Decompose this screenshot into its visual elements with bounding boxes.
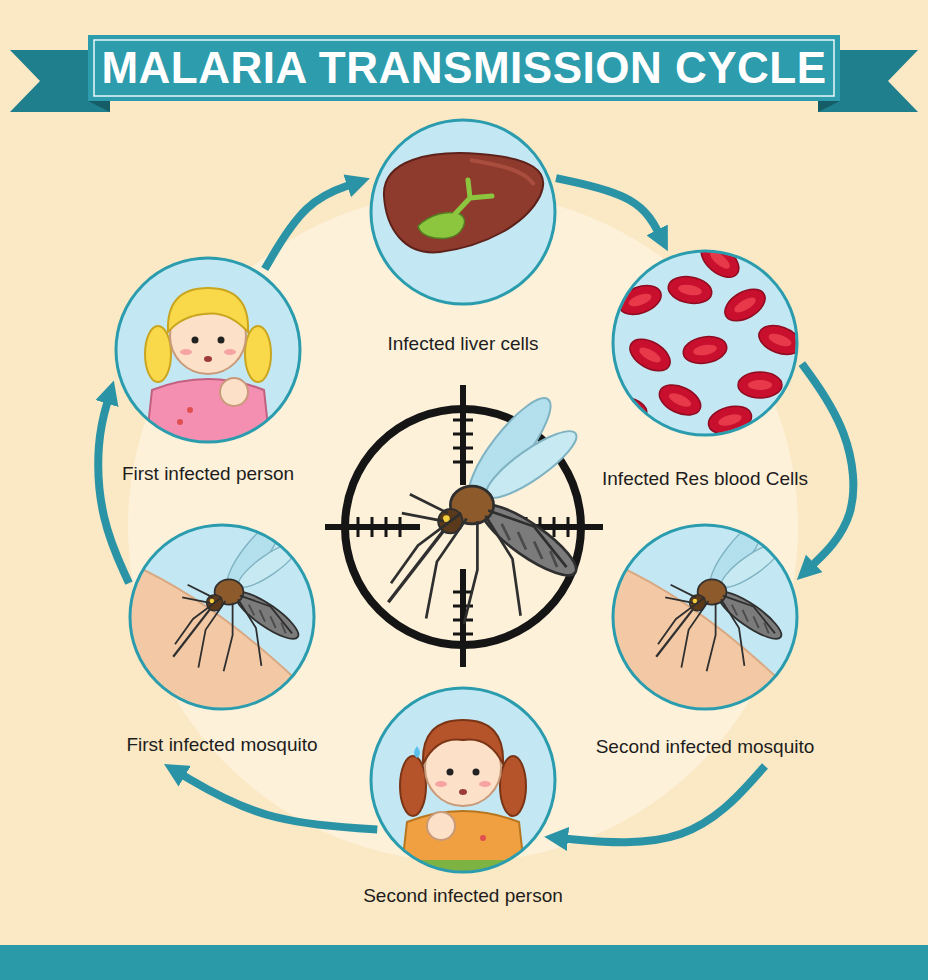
- title-banner: [10, 35, 918, 112]
- mosquito-bite-illustration: [122, 514, 317, 720]
- stage-label: Second infected mosquito: [591, 736, 820, 758]
- cycle-arrow: [802, 364, 854, 571]
- blood-cells-illustration: [601, 236, 810, 442]
- cycle-arrow: [98, 394, 129, 583]
- node-outline: [368, 685, 558, 875]
- stage-circle-node: Second infected person: [358, 685, 568, 907]
- stage-circle-node: Infected Res blood Cells: [597, 248, 813, 490]
- girl-illustration: [145, 288, 271, 445]
- stage-label: Infected liver cells: [363, 333, 563, 355]
- footer-bar: [0, 945, 928, 980]
- stage-label: Infected Res blood Cells: [597, 468, 813, 490]
- mosquito-illustration: [388, 389, 584, 624]
- cycle-arrow: [556, 178, 662, 239]
- stage-circle-node: First infected mosquito: [121, 522, 323, 756]
- node-outline: [610, 522, 800, 712]
- node-outline: [113, 255, 303, 445]
- stage-circle-node: Second infected mosquito: [591, 522, 820, 758]
- crosshair-target: [325, 385, 603, 667]
- stage-circle-node: Infected liver cells: [363, 117, 563, 355]
- girl-illustration: [400, 720, 526, 875]
- node-outline: [127, 522, 317, 712]
- node-circle: [371, 120, 555, 304]
- liver-illustration: [384, 153, 543, 252]
- node-circle: [371, 688, 555, 872]
- stage-label: Second infected person: [358, 885, 568, 907]
- cycle-arrow: [558, 766, 765, 842]
- stage-label: First infected mosquito: [121, 734, 323, 756]
- stage-label: First infected person: [108, 463, 308, 485]
- mosquito-bite-illustration: [605, 514, 800, 720]
- node-circle: [116, 258, 300, 442]
- cycle-arrow: [176, 771, 377, 829]
- title-text-box: MALARIA TRANSMISSION CYCLE: [88, 35, 840, 101]
- node-circle: [130, 525, 314, 709]
- node-outline: [368, 117, 558, 307]
- diagram-title: MALARIA TRANSMISSION CYCLE: [101, 35, 826, 101]
- circle-grounds: [116, 120, 797, 872]
- cycle-arrow: [265, 183, 357, 269]
- node-circle: [613, 251, 797, 435]
- stage-circle-node: First infected person: [108, 255, 308, 485]
- node-circle: [613, 525, 797, 709]
- node-outline: [610, 248, 800, 438]
